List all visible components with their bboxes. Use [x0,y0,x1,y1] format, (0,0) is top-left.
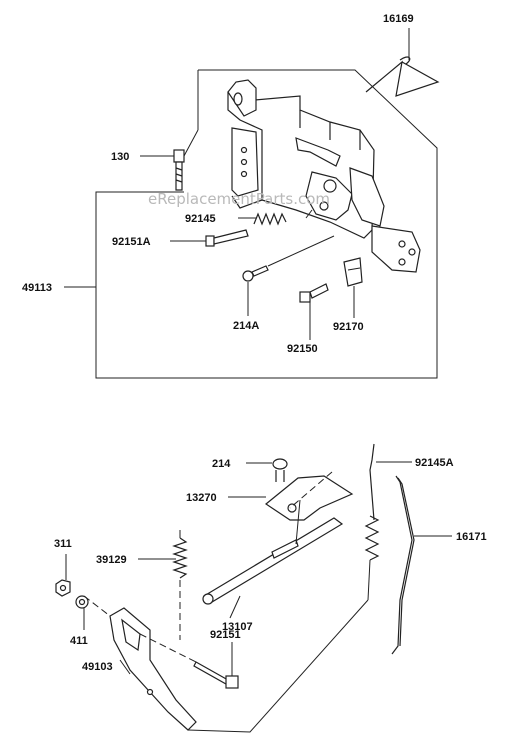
label-13270: 13270 [186,492,217,504]
screw-214 [272,458,288,482]
leader-lines-bottom [65,461,452,733]
watermark: eReplacementParts.com [148,190,330,208]
label-92170: 92170 [333,321,364,333]
label-49113: 49113 [22,282,52,294]
label-92151: 92151 [210,629,241,641]
label-49103: 49103 [82,661,113,673]
label-92151A: 92151A [112,236,151,248]
bolt-92151 [193,661,239,689]
nut-311 [55,579,71,597]
label-411: 411 [70,635,88,647]
spring-92145 [253,212,287,226]
label-39129: 39129 [96,554,127,566]
label-311: 311 [54,538,72,550]
assembly-box-49113 [95,69,438,379]
control-plate-part [227,79,421,273]
bolt-92151A [205,229,249,247]
label-13107: 13107 [222,621,253,633]
label-130: 130 [111,151,129,163]
spring-39129 [172,530,188,579]
leader-lines-top [64,28,410,340]
label-214: 214 [212,458,231,470]
plate-13270 [264,475,354,521]
label-16171: 16171 [456,531,487,543]
bolt-92150 [299,283,329,303]
clip-92170 [343,257,363,287]
label-92145A: 92145A [415,457,454,469]
screw-214A [242,265,269,282]
washer-411 [75,595,89,609]
spring-92145A [364,443,380,601]
bolt-130 [173,149,185,191]
lever-49103 [109,607,197,731]
label-92150: 92150 [287,343,318,355]
rod-16171 [391,475,415,655]
label-16169: 16169 [383,13,414,25]
label-214A: 214A [233,320,259,332]
label-92145: 92145 [185,213,216,225]
shaft-13107 [202,517,344,605]
